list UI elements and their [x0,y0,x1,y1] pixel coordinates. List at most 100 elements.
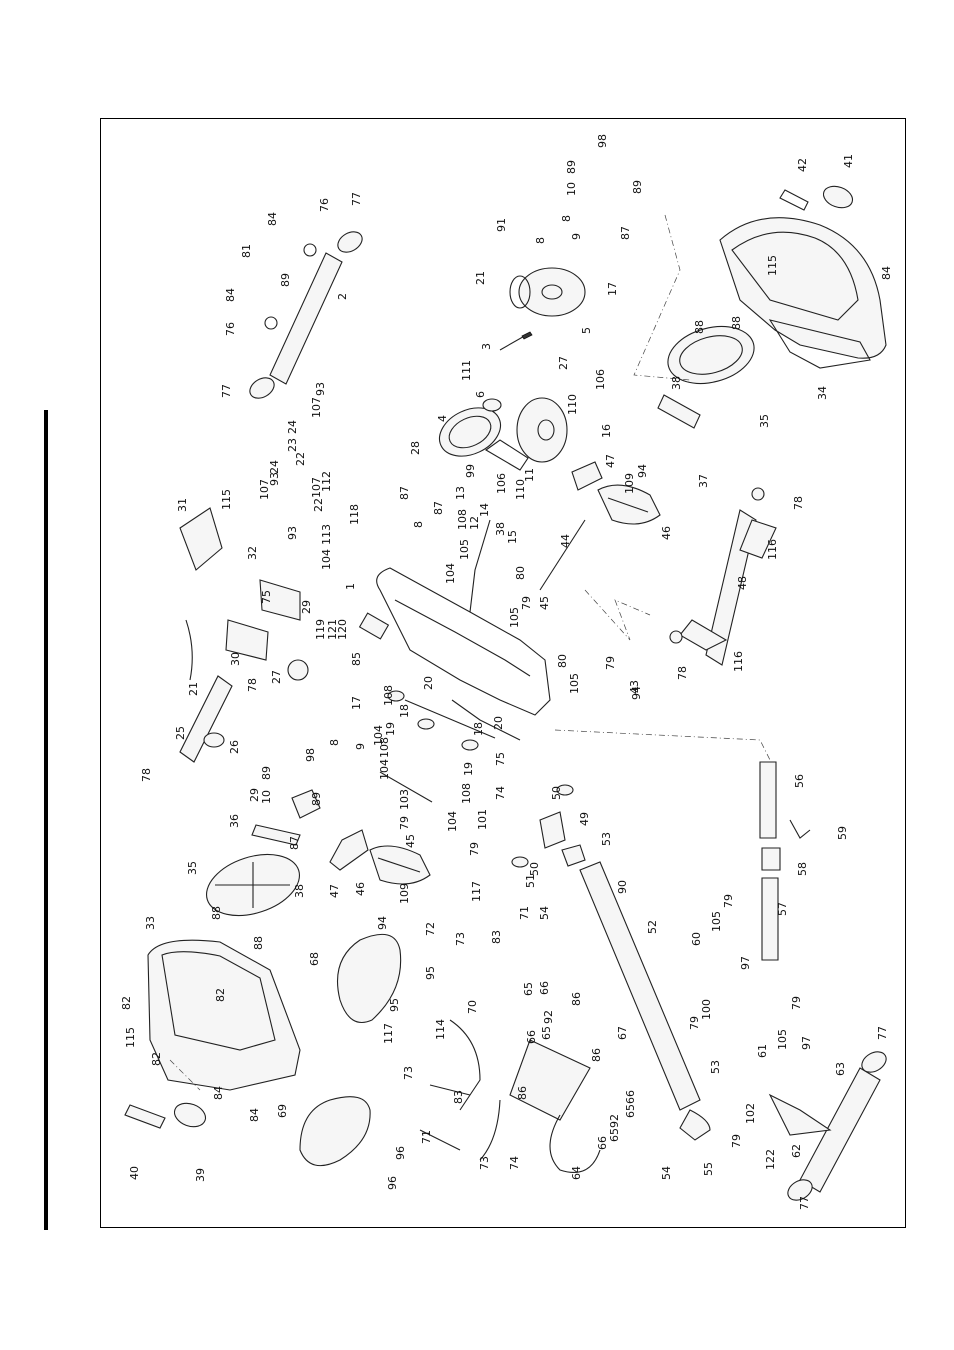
callout-label: 100 [700,999,713,1020]
callout-label: 6 [474,391,487,398]
callout-label: 81 [240,244,253,258]
callout-label: 104 [444,563,457,584]
callout-label: 1 [344,583,357,590]
callout-label: 45 [538,596,551,610]
callout-label: 65 [522,982,535,996]
callout-label: 84 [266,212,279,226]
callout-label: 104 [446,811,459,832]
callout-label: 18 [472,722,485,736]
callout-label: 116 [766,539,779,560]
callout-label: 62 [790,1144,803,1158]
callout-label: 97 [739,956,752,970]
seat [299,933,501,1167]
callout-label: 65 [540,1026,553,1040]
callout-label: 93 [268,472,281,486]
callout-label: 50 [528,862,541,876]
callout-label: 46 [660,526,673,540]
callout-label: 8 [328,739,341,746]
pulley-group [438,267,586,471]
callout-label: 87 [288,836,301,850]
callout-label: 76 [318,198,331,212]
handlebar-top [249,231,363,399]
callout-label: 115 [766,255,779,276]
callout-label: 26 [228,740,241,754]
callout-label: 76 [224,322,237,336]
callout-label: 107 [310,397,323,418]
callout-label: 31 [176,498,189,512]
callout-label: 74 [494,786,507,800]
callout-label: 68 [308,952,321,966]
callout-label: 15 [506,530,519,544]
callout-label: 66 [525,1030,538,1044]
callout-label: 27 [557,356,570,370]
callout-label: 8 [412,521,425,528]
callout-label: 72 [424,922,437,936]
callout-label: 107 [310,477,323,498]
callout-label: 103 [398,789,411,810]
callout-label: 66 [596,1136,609,1150]
callout-label: 88 [693,320,706,334]
callout-label: 30 [229,652,242,666]
callout-label: 89 [310,792,323,806]
callout-label: 13 [454,486,467,500]
callout-label: 53 [709,1060,722,1074]
callout-label: 69 [276,1104,289,1118]
callout-label: 8 [560,215,573,222]
callout-label: 55 [702,1162,715,1176]
callout-label: 29 [300,600,313,614]
callout-label: 29 [248,788,261,802]
callout-label: 91 [495,218,508,232]
callout-label: 92 [608,1114,621,1128]
callout-label: 97 [800,1036,813,1050]
callout-label: 52 [646,920,659,934]
callout-label: 90 [616,880,629,894]
callout-label: 73 [454,932,467,946]
callout-label: 56 [793,774,806,788]
callout-label: 109 [623,473,636,494]
callout-label: 105 [458,539,471,560]
callout-label: 95 [424,966,437,980]
callout-label: 35 [186,861,199,875]
callout-label: 21 [474,271,487,285]
callout-label: 83 [452,1090,465,1104]
callout-label: 83 [490,930,503,944]
callout-label: 70 [466,1000,479,1014]
callout-label: 58 [796,862,809,876]
callout-label: 34 [816,386,829,400]
callout-label: 121 [326,619,339,640]
callout-label: 108 [460,783,473,804]
callout-label: 87 [398,486,411,500]
callout-label: 25 [174,726,187,740]
callout-label: 93 [286,526,299,540]
callout-label: 105 [710,911,723,932]
callout-label: 77 [798,1196,811,1210]
callout-label: 73 [402,1066,415,1080]
link-bars [759,761,811,961]
callout-label: 110 [514,479,527,500]
callout-label: 19 [384,722,397,736]
callout-label: 84 [212,1086,225,1100]
callout-label: 65 [608,1128,621,1142]
callout-label: 3 [480,343,493,350]
pedals [329,461,661,885]
callout-label: 87 [432,501,445,515]
callout-label: 107 [258,479,271,500]
callout-label: 27 [270,670,283,684]
right-shroud [657,185,887,429]
callout-label: 93 [314,382,327,396]
page-edge-bar [44,410,48,1230]
callout-label: 104 [320,549,333,570]
crank-links [379,519,586,803]
part-shapes [124,185,887,1201]
callout-label: 104 [372,725,385,746]
callout-label: 11 [523,468,536,482]
callout-label: 28 [409,441,422,455]
callout-label: 47 [328,884,341,898]
callout-label: 79 [688,1016,701,1030]
callout-label: 10 [260,790,273,804]
callout-label: 102 [744,1103,757,1124]
callout-label: 44 [559,534,572,548]
stabilizers [669,487,887,1201]
callout-label: 86 [590,1048,603,1062]
